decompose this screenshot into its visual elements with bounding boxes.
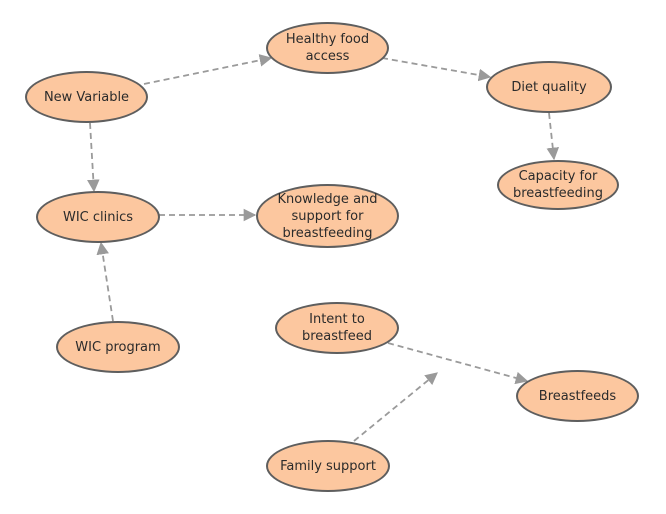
node-knowledge-and-support[interactable]: Knowledge and support for breastfeeding <box>256 184 399 248</box>
node-knowledge-and-support-label: Knowledge and support for breastfeeding <box>277 191 378 241</box>
node-capacity-for-breastfeeding[interactable]: Capacity for breastfeeding <box>497 160 619 210</box>
node-intent-to-breastfeed[interactable]: Intent to breastfeed <box>275 302 399 354</box>
node-intent-to-breastfeed-label: Intent to breastfeed <box>302 312 372 344</box>
node-breastfeeds-label: Breastfeeds <box>538 388 617 404</box>
node-diet-quality[interactable]: Diet quality <box>486 61 612 113</box>
node-breastfeeds[interactable]: Breastfeeds <box>516 370 639 422</box>
node-wic-program-label: WIC program <box>75 339 161 355</box>
node-new-variable-label: New Variable <box>43 89 130 105</box>
node-healthy-food-access-label: Healthy food access <box>285 32 370 64</box>
edge-wic-program-to-wic-clinics <box>96 241 114 322</box>
node-capacity-for-breastfeeding-label: Capacity for breastfeeding <box>512 169 604 201</box>
node-diet-quality-label: Diet quality <box>511 79 587 95</box>
edge-new-variable-to-wic-clinics <box>87 122 100 193</box>
edge-diet-quality-to-capacity-for-breastfeeding <box>546 112 560 161</box>
node-family-support-label: Family support <box>280 458 376 474</box>
edge-intent-to-breastfeeds <box>387 342 529 385</box>
edge-healthy-food-access-to-diet-quality <box>381 57 492 82</box>
node-wic-program[interactable]: WIC program <box>56 321 180 373</box>
edge-family-support-to-join <box>353 372 438 442</box>
node-family-support[interactable]: Family support <box>266 440 390 492</box>
node-wic-clinics-label: WIC clinics <box>62 209 134 225</box>
edge-new-variable-to-healthy-food-access <box>143 54 273 85</box>
node-healthy-food-access[interactable]: Healthy food access <box>266 22 389 74</box>
node-wic-clinics[interactable]: WIC clinics <box>36 191 160 243</box>
node-new-variable[interactable]: New Variable <box>25 71 148 123</box>
